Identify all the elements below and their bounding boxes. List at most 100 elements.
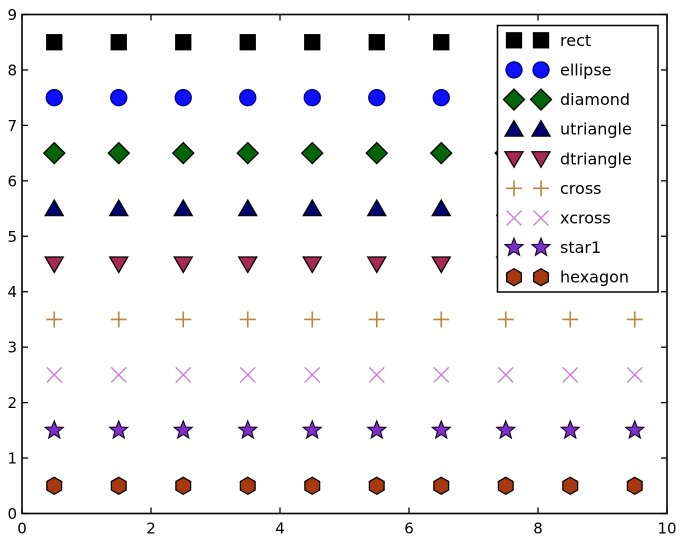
hexagon-marker — [562, 476, 579, 496]
star1-marker — [301, 419, 323, 440]
legend-label: hexagon — [560, 268, 629, 287]
legend-entry-utriangle: utriangle — [503, 119, 632, 139]
utriangle-marker — [173, 198, 194, 217]
hexagon-marker — [110, 476, 127, 496]
y-tick-label: 6 — [7, 172, 17, 190]
dtriangle-marker — [302, 256, 323, 274]
x-tick-label: 2 — [146, 520, 156, 538]
y-tick-label: 2 — [7, 394, 17, 412]
hexagon-marker — [239, 476, 256, 496]
ellipse-marker — [45, 89, 63, 107]
hexagon-marker — [304, 476, 321, 496]
ellipse-marker — [303, 89, 321, 107]
utriangle-marker — [366, 198, 387, 217]
legend-entry-star1: star1 — [503, 236, 601, 257]
series-xcross — [46, 366, 643, 383]
rect-marker — [175, 34, 192, 51]
y-tick-label: 7 — [7, 117, 17, 135]
dtriangle-marker — [237, 256, 258, 274]
hexagon-marker — [497, 476, 514, 496]
ellipse-marker — [239, 89, 257, 107]
star1-marker — [495, 419, 517, 440]
legend-label: diamond — [560, 90, 630, 109]
xcross-marker — [175, 366, 192, 383]
diamond-marker — [236, 141, 260, 165]
diamond-marker — [365, 141, 389, 165]
hexagon-legend-marker — [505, 267, 523, 287]
diamond-marker — [429, 141, 453, 165]
star1-legend-marker — [530, 236, 552, 257]
dtriangle-legend-marker — [503, 151, 525, 169]
legend-entry-rect: rect — [505, 31, 591, 50]
y-tick-label: 0 — [7, 505, 17, 523]
ellipse-legend-marker — [505, 61, 523, 79]
x-tick-label: 0 — [17, 520, 27, 538]
legend-label: star1 — [560, 238, 601, 257]
legend-label: rect — [560, 31, 591, 50]
xcross-marker — [497, 366, 514, 383]
legend-label: dtriangle — [560, 149, 632, 168]
legend-label: ellipse — [560, 60, 612, 79]
dtriangle-marker — [108, 256, 129, 274]
legend-entry-ellipse: ellipse — [505, 60, 612, 79]
hexagon-legend-marker — [532, 267, 550, 287]
rect-legend-marker — [505, 32, 523, 49]
star1-legend-marker — [503, 236, 525, 257]
series-star1 — [43, 419, 646, 440]
x-tick-label: 8 — [533, 520, 543, 538]
ellipse-marker — [432, 89, 450, 107]
star1-marker — [172, 419, 194, 440]
series-hexagon — [46, 476, 643, 496]
cross-legend-marker — [533, 180, 549, 197]
dtriangle-marker — [431, 256, 452, 274]
cross-marker — [433, 311, 450, 328]
cross-marker — [368, 311, 385, 328]
utriangle-marker — [237, 198, 258, 217]
diamond-marker — [107, 141, 131, 165]
rect-marker — [110, 34, 127, 51]
hexagon-marker — [626, 476, 643, 496]
dtriangle-marker — [44, 256, 65, 274]
x-tick-label: 6 — [404, 520, 414, 538]
legend-entry-xcross: xcross — [506, 208, 611, 227]
ellipse-marker — [110, 89, 128, 107]
legend: rect ellipse diamond utriangle dtriangle cros… — [496, 24, 659, 293]
diamond-marker — [300, 141, 324, 165]
diamond-legend-marker — [502, 88, 526, 111]
xcross-marker — [433, 366, 450, 383]
legend-label: cross — [560, 179, 601, 198]
cross-marker — [46, 311, 63, 328]
hexagon-marker — [175, 476, 192, 496]
xcross-marker — [626, 366, 643, 383]
utriangle-legend-marker — [530, 119, 552, 137]
rect-legend-marker — [532, 32, 550, 49]
legend-box — [496, 24, 659, 293]
utriangle-marker — [44, 198, 65, 217]
y-tick-label: 3 — [7, 339, 17, 357]
rect-marker — [433, 34, 450, 51]
y-tick-label: 8 — [7, 61, 17, 79]
xcross-marker — [562, 366, 579, 383]
star1-marker — [624, 419, 646, 440]
x-tick-label: 4 — [275, 520, 285, 538]
rect-marker — [239, 34, 256, 51]
dtriangle-legend-marker — [530, 151, 552, 169]
utriangle-legend-marker — [503, 119, 525, 137]
y-tick-label: 9 — [7, 6, 17, 24]
hexagon-marker — [46, 476, 63, 496]
utriangle-marker — [302, 198, 323, 217]
rect-marker — [46, 34, 63, 51]
legend-entry-dtriangle: dtriangle — [503, 149, 632, 169]
legend-label: xcross — [560, 208, 611, 227]
legend-entry-hexagon: hexagon — [505, 267, 629, 287]
xcross-marker — [46, 366, 63, 383]
ellipse-legend-marker — [532, 61, 550, 79]
xcross-marker — [368, 366, 385, 383]
y-tick-label: 1 — [7, 450, 17, 468]
cross-marker — [304, 311, 321, 328]
series-ellipse — [45, 89, 644, 107]
star1-marker — [237, 419, 259, 440]
dtriangle-marker — [173, 256, 194, 274]
